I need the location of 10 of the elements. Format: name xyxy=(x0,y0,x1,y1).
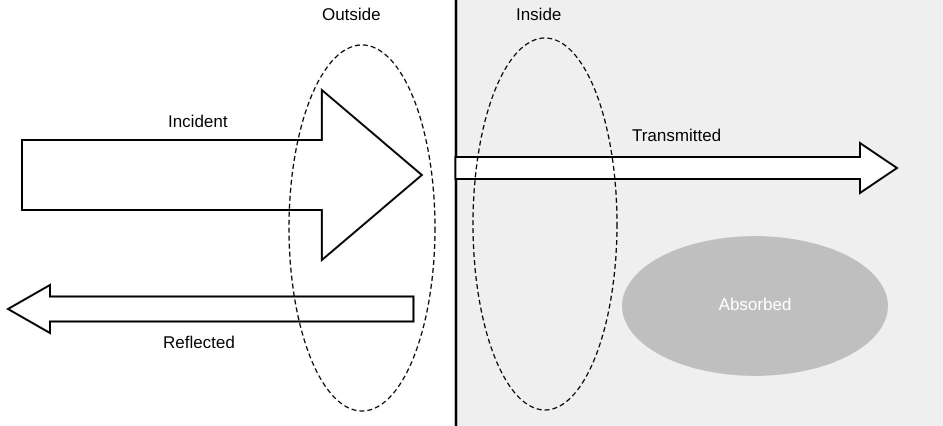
edge-label: Transmitted xyxy=(632,126,722,146)
block-arrow xyxy=(21,88,424,262)
region-label: Absorbed xyxy=(718,295,792,315)
edge-label: Incident xyxy=(168,112,228,132)
edge-label: Reflected xyxy=(163,333,235,353)
region-label: Inside xyxy=(516,5,562,25)
region-label: Outside xyxy=(322,5,381,25)
block-arrow xyxy=(6,283,414,335)
block-arrow xyxy=(454,141,899,195)
ellipse-region xyxy=(622,236,888,376)
